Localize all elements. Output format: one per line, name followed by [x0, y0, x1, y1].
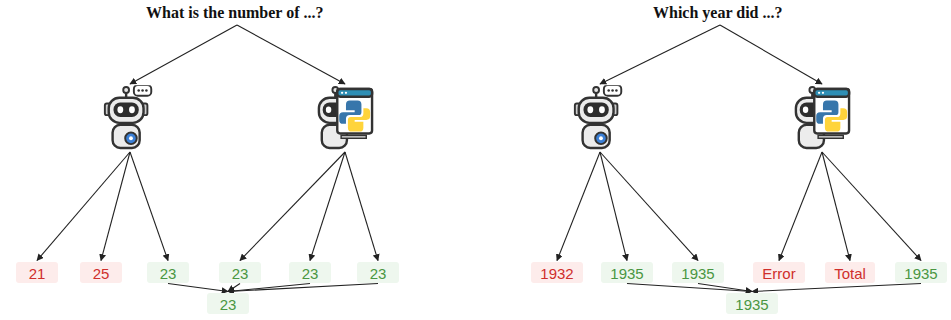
answer-value: 1935 — [735, 296, 768, 313]
flow-arrow — [345, 152, 378, 261]
wrong-answer-box: 21 — [16, 262, 58, 283]
answer-value: 21 — [29, 265, 46, 282]
correct-answer-box: 23 — [207, 293, 249, 314]
flow-arrow — [752, 284, 921, 292]
wrong-answer-box: 25 — [80, 262, 122, 283]
correct-answer-box: 23 — [147, 262, 189, 283]
flow-arrow — [600, 25, 720, 84]
answer-value: 25 — [93, 265, 110, 282]
flow-arrow — [310, 152, 345, 261]
answer-value: Total — [834, 265, 866, 282]
flow-arrow — [228, 284, 378, 292]
answer-value: 1935 — [681, 265, 714, 282]
chat-agent-icon — [101, 85, 159, 151]
answer-value: 1935 — [610, 265, 643, 282]
code-agent-icon — [316, 85, 374, 151]
flow-arrow — [822, 152, 850, 261]
robot-illustration — [316, 85, 374, 151]
flow-arrow — [237, 25, 345, 84]
flow-arrow — [37, 152, 130, 261]
wrong-answer-box: Total — [825, 262, 875, 283]
correct-answer-box: 1935 — [726, 293, 778, 314]
answer-value: 23 — [370, 265, 387, 282]
flow-arrow — [101, 152, 130, 261]
flow-arrow — [240, 152, 345, 261]
correct-answer-box: 23 — [357, 262, 399, 283]
flow-arrow — [130, 25, 237, 84]
flow-arrow — [130, 152, 168, 261]
correct-answer-box: 1935 — [601, 262, 653, 283]
question-heading: What is the number of ...? — [146, 4, 328, 24]
robot-illustration — [793, 85, 851, 151]
correct-answer-box: 23 — [289, 262, 331, 283]
flow-arrow — [720, 25, 822, 84]
chat-agent-icon — [571, 85, 629, 151]
flow-arrow — [627, 284, 752, 292]
wrong-answer-box: Error — [753, 262, 805, 283]
question-text: What is the number of ...? — [146, 4, 324, 22]
answer-value: 1932 — [540, 265, 573, 282]
answer-value: 23 — [232, 265, 249, 282]
correct-answer-box: 23 — [219, 262, 261, 283]
flow-arrow — [557, 152, 600, 261]
answer-value: 23 — [220, 296, 237, 313]
flow-arrow — [822, 152, 921, 261]
wrong-answer-box: 1932 — [531, 262, 583, 283]
robot-illustration — [571, 85, 629, 151]
robot-illustration — [101, 85, 159, 151]
flow-arrow — [600, 152, 698, 261]
question-text: Which year did ...? — [653, 4, 783, 22]
flow-arrow — [779, 152, 822, 261]
correct-answer-box: 1935 — [895, 262, 947, 283]
answer-value: 1935 — [904, 265, 937, 282]
flow-arrow — [600, 152, 627, 261]
code-agent-icon — [793, 85, 851, 151]
answer-value: Error — [762, 265, 795, 282]
question-heading: Which year did ...? — [653, 4, 787, 24]
flow-arrow — [698, 284, 752, 292]
answer-value: 23 — [160, 265, 177, 282]
answer-value: 23 — [302, 265, 319, 282]
correct-answer-box: 1935 — [672, 262, 724, 283]
flow-arrow — [168, 284, 228, 292]
